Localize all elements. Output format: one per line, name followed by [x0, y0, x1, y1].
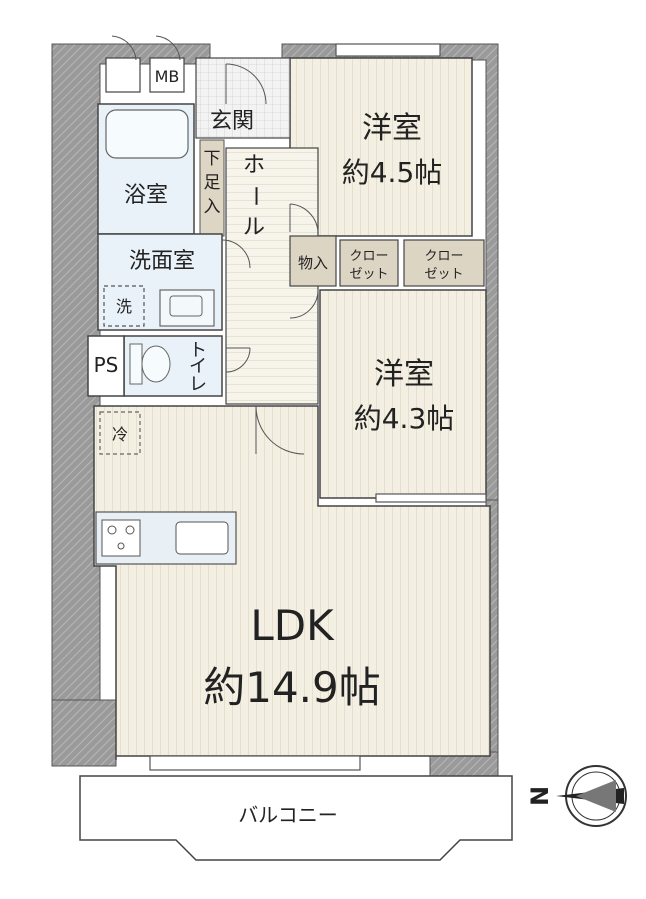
ldk-name: LDK: [250, 601, 335, 650]
washer-label: 洗: [116, 297, 132, 316]
mb-label: MB: [155, 67, 180, 86]
hall-char-1: ホ: [243, 153, 265, 178]
bathtub: [105, 109, 189, 159]
closet-2-line-1: クロー: [424, 249, 463, 264]
storage-box: [289, 235, 337, 287]
burner-3: [117, 542, 125, 550]
shoe-storage-char-3: 入: [204, 197, 221, 217]
stove: [101, 519, 141, 557]
balcony-label: バルコニー: [238, 803, 338, 827]
closet-1-line-2: ゼット: [349, 267, 388, 282]
bathroom-label: 浴室: [124, 183, 168, 208]
western-room-1-name: 洋室: [362, 111, 422, 146]
sink-counter: [159, 289, 215, 327]
western-room-1-floor: [289, 57, 473, 237]
ldk-size: 約14.9帖: [203, 663, 381, 712]
toilet-tank: [129, 343, 143, 385]
balcony-outline: [79, 775, 513, 861]
ps-label: PS: [94, 353, 119, 377]
burner-2: [125, 525, 135, 535]
compass: [556, 765, 627, 827]
closet-2-line-2: ゼット: [424, 267, 463, 282]
closet-1-line-1: クロー: [349, 249, 388, 264]
fridge-label: 冷: [112, 425, 128, 444]
western-room-2-name: 洋室: [374, 357, 434, 392]
closet-1-box: [339, 239, 399, 287]
storage-label: 物入: [298, 254, 328, 272]
western-room-1-size: 約4.5帖: [342, 156, 443, 189]
toilet-char-3: レ: [189, 374, 207, 395]
shoe-storage-char-1: 下: [204, 149, 221, 169]
ps-shaft: [87, 335, 125, 397]
compass-north-label: N: [526, 786, 554, 806]
entrance-label: 玄関: [210, 109, 254, 134]
burner-1: [107, 525, 117, 535]
western-room-2-size: 約4.3帖: [354, 402, 455, 435]
washroom-label: 洗面室: [129, 249, 195, 274]
hall-char-3: ル: [243, 215, 265, 240]
kitchen-sink: [175, 521, 229, 555]
meter-box-left: [105, 57, 141, 93]
doors: [111, 35, 319, 455]
windows: [149, 43, 487, 771]
closet-2-box: [403, 239, 485, 287]
sink-bowl: [169, 295, 203, 317]
toilet-char-2: イ: [189, 356, 207, 377]
mb-box: [149, 57, 185, 93]
fridge-space: [99, 411, 141, 455]
entrance-floor: [195, 57, 291, 139]
toilet-bowl: [141, 345, 171, 383]
toilet-char-1: ト: [189, 340, 207, 361]
western-room-2-floor: [319, 289, 487, 499]
washer-box: [103, 285, 145, 327]
shoe-storage-char-2: 足: [204, 173, 221, 193]
hall-char-2: ー: [242, 185, 267, 207]
